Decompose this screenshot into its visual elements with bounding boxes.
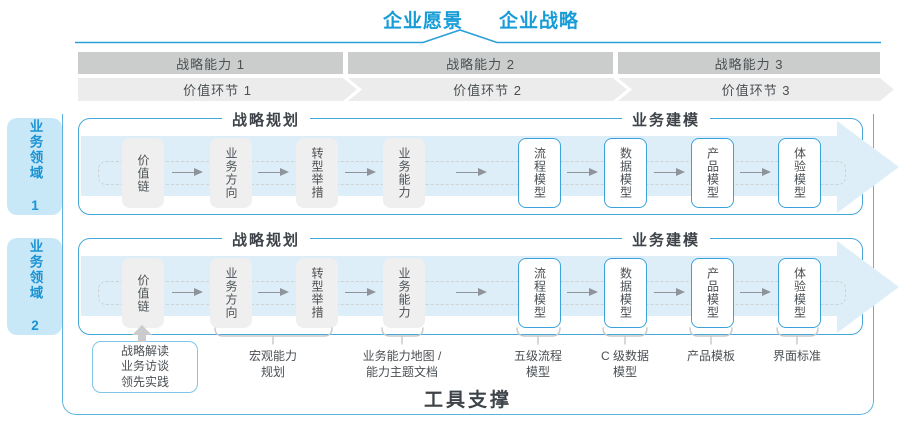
flow-arrow-icon: [258, 287, 289, 296]
node-data-model: 数据模型: [604, 138, 647, 208]
annotation-macro-capability: 宏观能力 规划: [203, 348, 343, 380]
node-transformation-initiatives: 转型举措: [296, 258, 338, 328]
annotation-line: 界面标准: [772, 349, 821, 363]
section-header-planning: 战略规划: [221, 229, 311, 250]
flow-arrow-icon: [456, 287, 487, 296]
capability-band-label: 战略能力 3: [714, 56, 784, 72]
annotation-line: 模型: [612, 365, 637, 379]
flow-arrow-icon: [345, 287, 376, 296]
flow-arrow-icon: [172, 287, 203, 296]
node-business-direction: 业务方向: [210, 258, 252, 328]
domain-tile-2: 业务领域 2: [7, 238, 62, 335]
annotation-process-model: 五级流程 模型: [468, 348, 608, 380]
flow-arrow-icon: [172, 167, 203, 176]
node-product-model: 产品模型: [691, 138, 734, 208]
capability-band-label: 战略能力 1: [176, 56, 245, 72]
node-process-model: 流程模型: [518, 258, 561, 328]
capability-band-1: 战略能力 1: [78, 52, 343, 74]
flow-band-arrowhead-icon: [837, 241, 899, 333]
node-product-model: 产品模型: [691, 258, 734, 328]
section-header-modeling: 业务建模: [621, 109, 711, 130]
flow-arrow-icon: [740, 287, 771, 296]
annotation-line: 能力主题文档: [365, 365, 438, 379]
node-process-model: 流程模型: [518, 138, 561, 208]
annotation-line: C 级数据: [600, 349, 649, 363]
source-line: 业务访谈: [120, 359, 169, 374]
flow-band-arrowhead-icon: [837, 121, 899, 213]
tool-support-container: 工具支撑: [62, 114, 874, 415]
source-line: 战略解读: [120, 343, 169, 358]
value-link-label: 价值环节 2: [453, 83, 522, 98]
node-experience-model: 体验模型: [778, 138, 821, 208]
page-title: 企业愿景 企业战略: [0, 6, 910, 33]
capability-band-3: 战略能力 3: [618, 52, 880, 74]
capability-band-2: 战略能力 2: [348, 52, 613, 74]
capability-band-label: 战略能力 2: [446, 56, 515, 72]
annotation-data-model: C 级数据 模型: [555, 348, 695, 380]
vision-title: 企业愿景: [382, 11, 463, 32]
domain-row-2: 价值链 业务方向 转型举措 业务能力 流程模型 数据模型 产品模型 体验模型 战…: [78, 229, 899, 335]
annotation-line: 模型: [525, 365, 550, 379]
value-link-band-1: 价值环节 1: [78, 78, 357, 101]
node-value-chain: 价值链: [122, 138, 164, 208]
annotation-line: 宏观能力: [248, 349, 297, 363]
flow-arrow-icon: [740, 167, 771, 176]
value-link-label: 价值环节 3: [721, 83, 791, 98]
node-experience-model: 体验模型: [778, 258, 821, 328]
source-inputs-box: 战略解读 业务访谈 领先实践: [92, 341, 198, 393]
domain-tile-1: 业务领域 1: [7, 118, 62, 215]
value-link-label: 价值环节 1: [183, 83, 252, 98]
flow-arrow-icon: [654, 167, 685, 176]
node-transformation-initiatives: 转型举措: [296, 138, 338, 208]
flow-arrow-icon: [456, 167, 487, 176]
node-business-capability: 业务能力: [383, 258, 425, 328]
annotation-capability-map: 业务能力地图 / 能力主题文档: [332, 348, 472, 380]
node-value-chain: 价值链: [122, 258, 164, 328]
annotation-line: 产品模板: [686, 349, 735, 363]
dashed-track: [98, 161, 846, 185]
strategy-title: 企业战略: [499, 11, 580, 32]
value-link-band-3: 价值环节 3: [618, 78, 894, 101]
annotation-line: 规划: [260, 365, 285, 379]
flow-arrow-icon: [567, 287, 598, 296]
node-data-model: 数据模型: [604, 258, 647, 328]
node-business-direction: 业务方向: [210, 138, 252, 208]
flow-arrow-icon: [567, 167, 598, 176]
flow-arrow-icon: [345, 167, 376, 176]
annotation-line: 五级流程: [513, 349, 562, 363]
section-header-modeling: 业务建模: [621, 229, 711, 250]
annotation-product-template: 产品模板: [641, 348, 781, 364]
source-line: 领先实践: [120, 374, 169, 389]
flow-arrow-icon: [258, 167, 289, 176]
domain-row-1: 价值链 业务方向 转型举措 业务能力 流程模型 数据模型 产品模型 体验模型 战…: [78, 109, 899, 215]
tool-support-label: 工具支撑: [423, 390, 512, 411]
annotation-line: 业务能力地图 /: [362, 349, 442, 363]
value-link-band-2: 价值环节 2: [348, 78, 627, 101]
annotation-ui-standard: 界面标准: [727, 348, 867, 364]
node-business-capability: 业务能力: [383, 138, 425, 208]
flow-arrow-icon: [654, 287, 685, 296]
section-header-planning: 战略规划: [221, 109, 311, 130]
dashed-track: [98, 281, 846, 305]
